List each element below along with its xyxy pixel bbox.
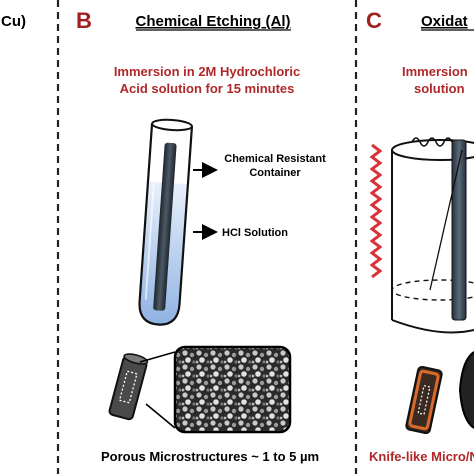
panel-b-instruction-line2: Acid solution for 15 minutes xyxy=(120,81,295,96)
test-tube xyxy=(138,118,194,326)
label-container-line2: Container xyxy=(249,167,301,179)
label-container-line1: Chemical Resistant xyxy=(224,153,326,165)
panel-b-caption: Porous Microstructures ~ 1 to 5 µm xyxy=(101,449,319,464)
oxidized-sample-cylinder xyxy=(405,365,443,435)
panel-c-letter: C xyxy=(366,8,382,33)
beaker xyxy=(391,137,474,334)
panel-c-title-fragment: Oxidat xyxy=(421,13,468,30)
panel-c-instruction-line1: Immersion xyxy=(402,64,468,79)
zoom-line-top xyxy=(139,351,176,363)
label-solution: HCl Solution xyxy=(222,227,288,239)
sem-inset-porous xyxy=(173,345,292,434)
etched-sample-cylinder xyxy=(108,353,149,421)
aluminum-rod xyxy=(153,142,177,311)
left-panel-title-fragment: Cu) xyxy=(1,13,26,30)
panel-b-letter: B xyxy=(76,8,92,33)
heater-coil xyxy=(369,143,383,279)
panel-c-instruction-line2: solution xyxy=(414,81,465,96)
zoom-line-bottom xyxy=(145,403,176,429)
panel-b-title: Chemical Etching (Al) xyxy=(135,13,290,30)
panel-c-caption: Knife-like Micro/N xyxy=(369,449,474,464)
beaker-rod xyxy=(451,139,467,321)
panel-b-instruction-line1: Immersion in 2M Hydrochloric xyxy=(114,64,300,79)
panel-c-inset-edge xyxy=(458,351,474,429)
